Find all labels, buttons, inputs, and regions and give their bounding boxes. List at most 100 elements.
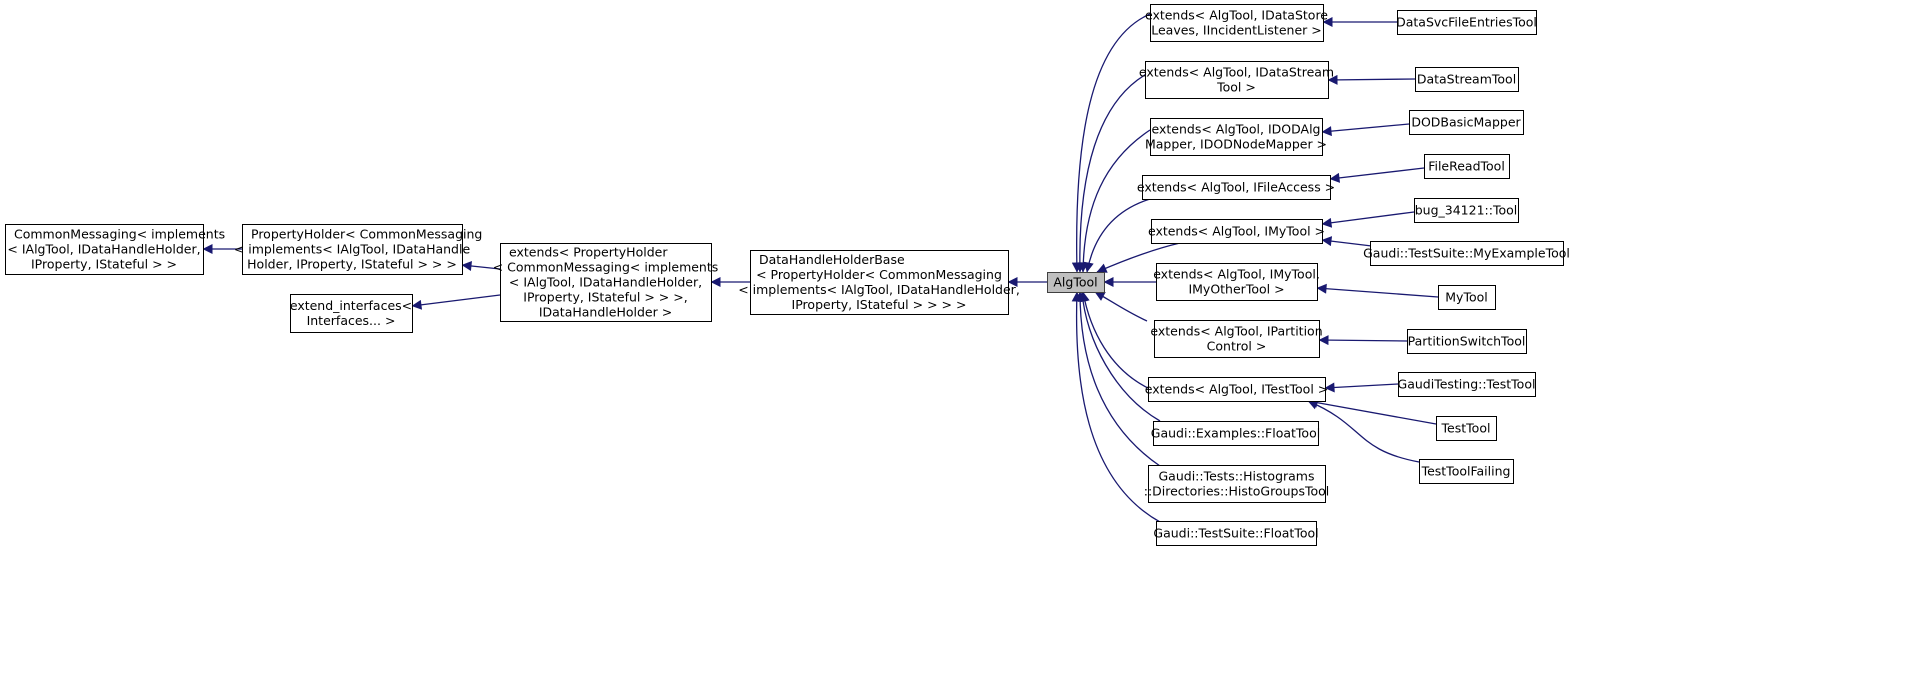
inheritance-edge-extends-partition-to-alg-tool: [1094, 291, 1148, 322]
class-node-label-line: < PropertyHolder< CommonMessaging: [756, 267, 1002, 282]
class-node-box: [1409, 110, 1524, 135]
class-node-label-line: bug_34121::Tool: [1415, 203, 1518, 218]
class-node-box: [1397, 10, 1537, 35]
inheritance-arrow: [461, 261, 501, 271]
class-node-property-holder[interactable]: PropertyHolder< CommonMessaging< impleme…: [234, 224, 483, 275]
class-node-box: [1148, 377, 1326, 402]
inheritance-arrow: [1075, 291, 1161, 467]
inheritance-arrow: [1071, 13, 1151, 273]
inheritance-edge-extends-dodalg-to-alg-tool: [1078, 129, 1151, 273]
inheritance-arrow: [1094, 291, 1148, 322]
class-node-test-tool-failing[interactable]: TestToolFailing: [1419, 459, 1514, 484]
class-node-extends-mytool[interactable]: extends< AlgTool, IMyTool >: [1148, 219, 1325, 244]
class-node-box: [242, 224, 463, 275]
class-node-label-line: Tool >: [1216, 80, 1256, 95]
inheritance-arrow: [1324, 382, 1399, 393]
class-node-label-line: GaudiTesting::TestTool: [1398, 377, 1536, 392]
class-node-label-line: Gaudi::TestSuite::MyExampleTool: [1363, 246, 1570, 261]
class-node-label-line: IMyOtherTool >: [1188, 282, 1284, 297]
class-node-datasvc-file-entries-tool[interactable]: DataSvcFileEntriesTool: [1396, 10, 1537, 35]
class-node-box: [1398, 372, 1536, 397]
class-node-alg-tool[interactable]: AlgTool: [1047, 272, 1105, 293]
class-node-box: [1436, 416, 1497, 441]
class-node-label-line: < IAlgTool, IDataHandleHolder,: [509, 275, 702, 290]
inheritance-edge-data-stream-tool-to-extends-datastream: [1327, 74, 1416, 85]
class-node-label-line: DODBasicMapper: [1411, 115, 1521, 130]
class-node-box: [1154, 320, 1320, 358]
class-node-file-read-tool[interactable]: FileReadTool: [1424, 154, 1510, 179]
class-node-label-line: IProperty, IStateful > > > >: [792, 297, 967, 312]
class-node-extends-property-holder[interactable]: extends< PropertyHolder< CommonMessaging…: [493, 243, 719, 322]
class-node-my-example-tool[interactable]: Gaudi::TestSuite::MyExampleTool: [1363, 241, 1570, 266]
class-node-common-messaging[interactable]: CommonMessaging< implements< IAlgTool, I…: [5, 224, 226, 275]
class-node-dod-basic-mapper[interactable]: DODBasicMapper: [1409, 110, 1524, 135]
class-node-histo-groups-tool[interactable]: Gaudi::Tests::Histograms::Directories::H…: [1144, 465, 1330, 503]
inheritance-arrow: [1329, 167, 1425, 183]
inheritance-arrow: [1307, 400, 1420, 463]
inheritance-arrow: [411, 294, 501, 310]
class-node-extends-mytool-other[interactable]: extends< AlgTool, IMyTool,IMyOtherTool >: [1153, 263, 1320, 301]
class-node-data-stream-tool[interactable]: DataStreamTool: [1415, 67, 1519, 92]
class-node-label-line: extends< AlgTool, IFileAccess >: [1137, 180, 1335, 195]
class-node-label-line: Gaudi::TestSuite::FloatTool: [1153, 526, 1318, 541]
inheritance-arrow: [1079, 291, 1151, 390]
class-node-data-handle-holder-base[interactable]: DataHandleHolderBase< PropertyHolder< Co…: [738, 250, 1020, 315]
class-node-label-line: extends< AlgTool, IMyTool >: [1148, 224, 1325, 239]
class-node-box: [1156, 521, 1317, 546]
class-node-box: [1047, 272, 1105, 293]
inheritance-edge-file-read-tool-to-extends-fileaccess: [1329, 167, 1425, 183]
class-node-label-line: Holder, IProperty, IStateful > > >: [247, 257, 457, 272]
class-node-label-line: extends< AlgTool, IDODAlg: [1152, 122, 1321, 137]
inheritance-edge-extends-mytool-to-alg-tool: [1096, 242, 1181, 273]
class-node-box: [1150, 118, 1323, 156]
class-node-label-line: IProperty, IStateful > > >,: [523, 290, 687, 305]
class-node-label-line: Control >: [1207, 339, 1267, 354]
inheritance-edge-extends-datastream-to-alg-tool: [1074, 71, 1151, 273]
class-node-box: [1370, 241, 1564, 266]
inheritance-arrow: [1327, 74, 1416, 85]
class-node-label-line: Leaves, IIncidentListener >: [1151, 23, 1321, 38]
inheritance-edge-extends-property-holder-to-extend-interfaces: [411, 294, 501, 310]
inheritance-arrow: [1074, 71, 1151, 273]
class-node-my-tool[interactable]: MyTool: [1438, 285, 1496, 310]
class-node-extend-interfaces[interactable]: extend_interfaces<Interfaces... >: [290, 294, 413, 333]
class-node-gaudi-testing-testtool[interactable]: GaudiTesting::TestTool: [1398, 372, 1536, 397]
inheritance-edge-test-tool-to-extends-testtool: [1307, 397, 1437, 425]
class-node-box: [1415, 67, 1519, 92]
class-node-testsuite-floattool[interactable]: Gaudi::TestSuite::FloatTool: [1153, 521, 1319, 546]
class-node-label-line: extends< AlgTool, ITestTool >: [1145, 382, 1329, 397]
class-node-examples-floattool[interactable]: Gaudi::Examples::FloatTool: [1151, 421, 1320, 446]
class-node-box: [500, 243, 712, 322]
inheritance-edge-gaudi-testing-testtool-to-extends-testtool: [1324, 382, 1399, 393]
class-node-box: [1150, 4, 1324, 42]
inheritance-edge-extends-datastore-to-alg-tool: [1071, 13, 1151, 273]
inheritance-edge-test-tool-failing-to-extends-testtool: [1307, 400, 1420, 463]
class-node-label-line: DataStreamTool: [1417, 72, 1516, 87]
class-node-partition-switch-tool[interactable]: PartitionSwitchTool: [1407, 329, 1527, 354]
class-node-box: [1142, 175, 1331, 200]
inheritance-edge-extends-property-holder-to-property-holder: [461, 261, 501, 271]
class-node-extends-fileaccess[interactable]: extends< AlgTool, IFileAccess >: [1137, 175, 1335, 200]
class-node-label-line: IDataHandleHolder >: [539, 305, 672, 320]
class-node-label-line: FileReadTool: [1428, 159, 1505, 174]
class-node-test-tool[interactable]: TestTool: [1436, 416, 1497, 441]
class-node-box: [1419, 459, 1514, 484]
class-node-label-line: AlgTool: [1053, 275, 1097, 290]
inheritance-arrow: [1078, 129, 1151, 273]
class-node-extends-testtool[interactable]: extends< AlgTool, ITestTool >: [1145, 377, 1329, 402]
inheritance-edge-bug-34121-tool-to-extends-mytool: [1321, 211, 1415, 228]
inheritance-edge-dod-basic-mapper-to-extends-dodalg: [1321, 123, 1410, 137]
class-node-label-line: TestTool: [1441, 421, 1491, 436]
class-node-box: [750, 250, 1009, 315]
class-node-bug-34121-tool[interactable]: bug_34121::Tool: [1414, 198, 1519, 223]
class-node-label-line: extends< AlgTool, IPartition: [1150, 324, 1322, 339]
class-node-label-line: extend_interfaces<: [290, 298, 412, 313]
inheritance-edge-partition-switch-tool-to-extends-partition: [1318, 335, 1408, 346]
class-node-label-line: CommonMessaging< implements: [14, 227, 225, 242]
class-node-box: [290, 294, 413, 333]
